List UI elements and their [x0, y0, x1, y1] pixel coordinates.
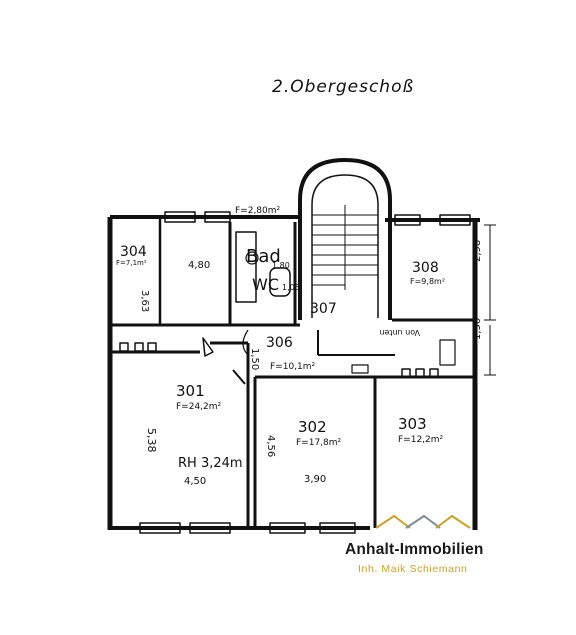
- room-306-number: 306: [266, 335, 293, 351]
- brand-name: Anhalt-Immobilien: [345, 541, 484, 558]
- room-301-area: F=24,2m²: [176, 402, 222, 412]
- walls: [107, 158, 480, 534]
- dim-450: 4,50: [184, 476, 206, 487]
- dim-480: 4,80: [188, 260, 210, 271]
- dim-456: 4,56: [265, 435, 276, 457]
- dim-538: 5,38: [145, 428, 158, 453]
- room-302: 302 F=17,8m²: [296, 418, 342, 448]
- room-302-area: F=17,8m²: [296, 438, 342, 448]
- brand-logo: [375, 514, 471, 529]
- room-303-area: F=12,2m²: [398, 435, 444, 445]
- room-304: 304 F=7,1m²: [116, 244, 147, 267]
- dim-150-middle: 1,50: [249, 348, 260, 370]
- bathroom-dim-b: 1,05: [282, 283, 300, 292]
- dimension-lines: [484, 224, 496, 376]
- dim-150-right: 1,50: [472, 318, 483, 340]
- room-308-number: 308: [412, 260, 439, 276]
- room-304-area: F=7,1m²: [116, 259, 147, 267]
- room-306: 306 F=10,1m²: [266, 335, 316, 372]
- top-area: F=2,80m²: [235, 206, 281, 216]
- room-304-number: 304: [120, 244, 147, 260]
- room-306-area: F=10,1m²: [270, 362, 316, 372]
- dim-390: 3,90: [304, 474, 326, 485]
- floor-title: 2.Obergeschoß: [272, 77, 414, 97]
- stair-annotation: Von unten: [379, 328, 420, 337]
- room-302-number: 302: [298, 418, 327, 436]
- bathroom-label: Bad: [246, 246, 281, 267]
- dim-298: 2,98: [472, 240, 483, 262]
- room-303-number: 303: [398, 415, 427, 433]
- room-301-number: 301: [176, 382, 205, 400]
- brand-subtitle: Inh. Maik Schiemann: [358, 563, 468, 575]
- room-308-area: F=9,8m²: [410, 277, 445, 286]
- wc-label: WC: [252, 275, 279, 294]
- bathroom-dim-a: 1,80: [272, 261, 290, 270]
- room-308: 308 F=9,8m²: [410, 260, 445, 286]
- room-301-height: RH 3,24m: [178, 456, 243, 471]
- dim-363: 3,63: [139, 290, 150, 312]
- bathroom: Bad WC 1,80 1,05: [246, 246, 300, 294]
- room-307-number: 307: [310, 301, 337, 317]
- room-303: 303 F=12,2m²: [398, 415, 444, 445]
- room-301: 301 F=24,2m² RH 3,24m: [176, 382, 243, 471]
